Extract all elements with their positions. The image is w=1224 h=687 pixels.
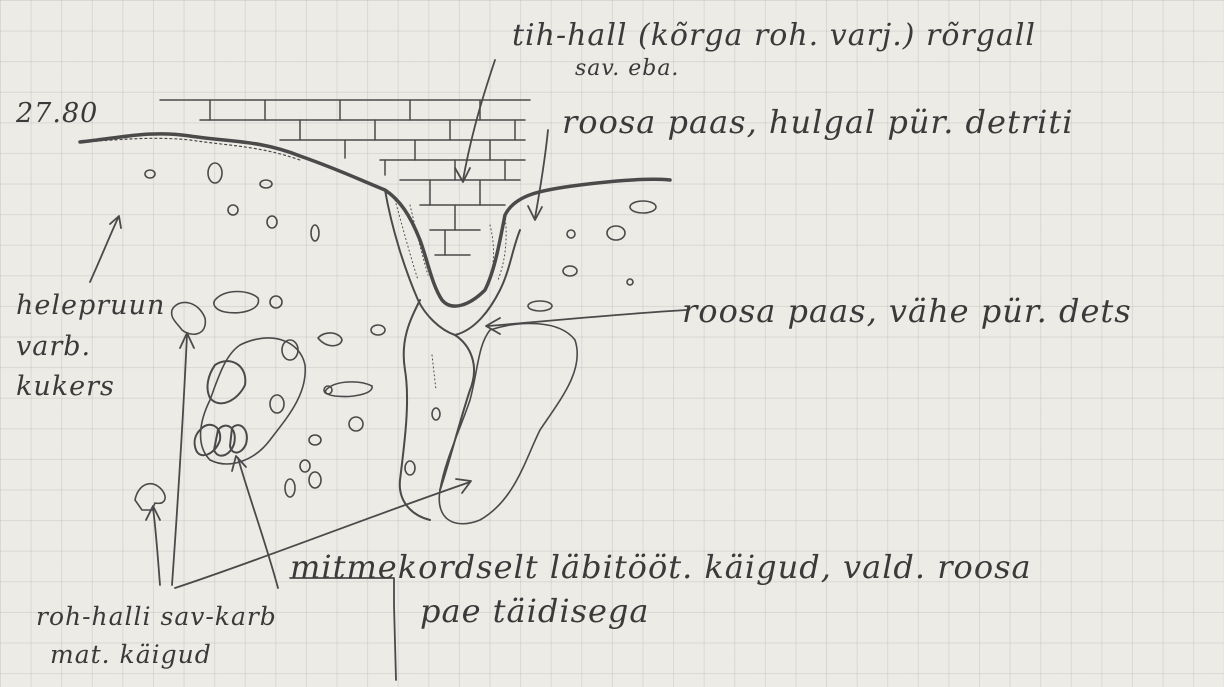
pebbles — [135, 163, 656, 510]
annotation-left-line1: helepruun — [16, 290, 165, 321]
annotation-bottom-left-line2: mat. käigud — [50, 640, 212, 669]
annotation-top-line1: tih-hall (kõrga roh. varj.) rõrgall — [512, 18, 1036, 53]
left-burrow — [201, 338, 306, 464]
annotation-top-line3: roosa paas, hulgal pür. detriti — [562, 103, 1073, 141]
brick-pattern — [160, 100, 530, 255]
annotation-bottom-line1: mitmekordselt läbitööt. käigud, vald. ro… — [290, 548, 1032, 586]
depth-label: 27.80 — [16, 98, 98, 129]
annotation-left-line3: kukers — [16, 371, 115, 402]
annotation-bottom-left-line1: roh-halli sav-karb — [36, 602, 277, 631]
annotation-left-line2: varb. — [16, 331, 91, 362]
annotation-top-line2: sav. eba. — [575, 56, 679, 81]
surface-line — [80, 134, 670, 306]
pointer-arrows — [90, 60, 686, 680]
annotation-bottom-line2: pae täidisega — [420, 592, 649, 630]
annotation-right: roosa paas, vähe pür. dets — [682, 292, 1132, 330]
